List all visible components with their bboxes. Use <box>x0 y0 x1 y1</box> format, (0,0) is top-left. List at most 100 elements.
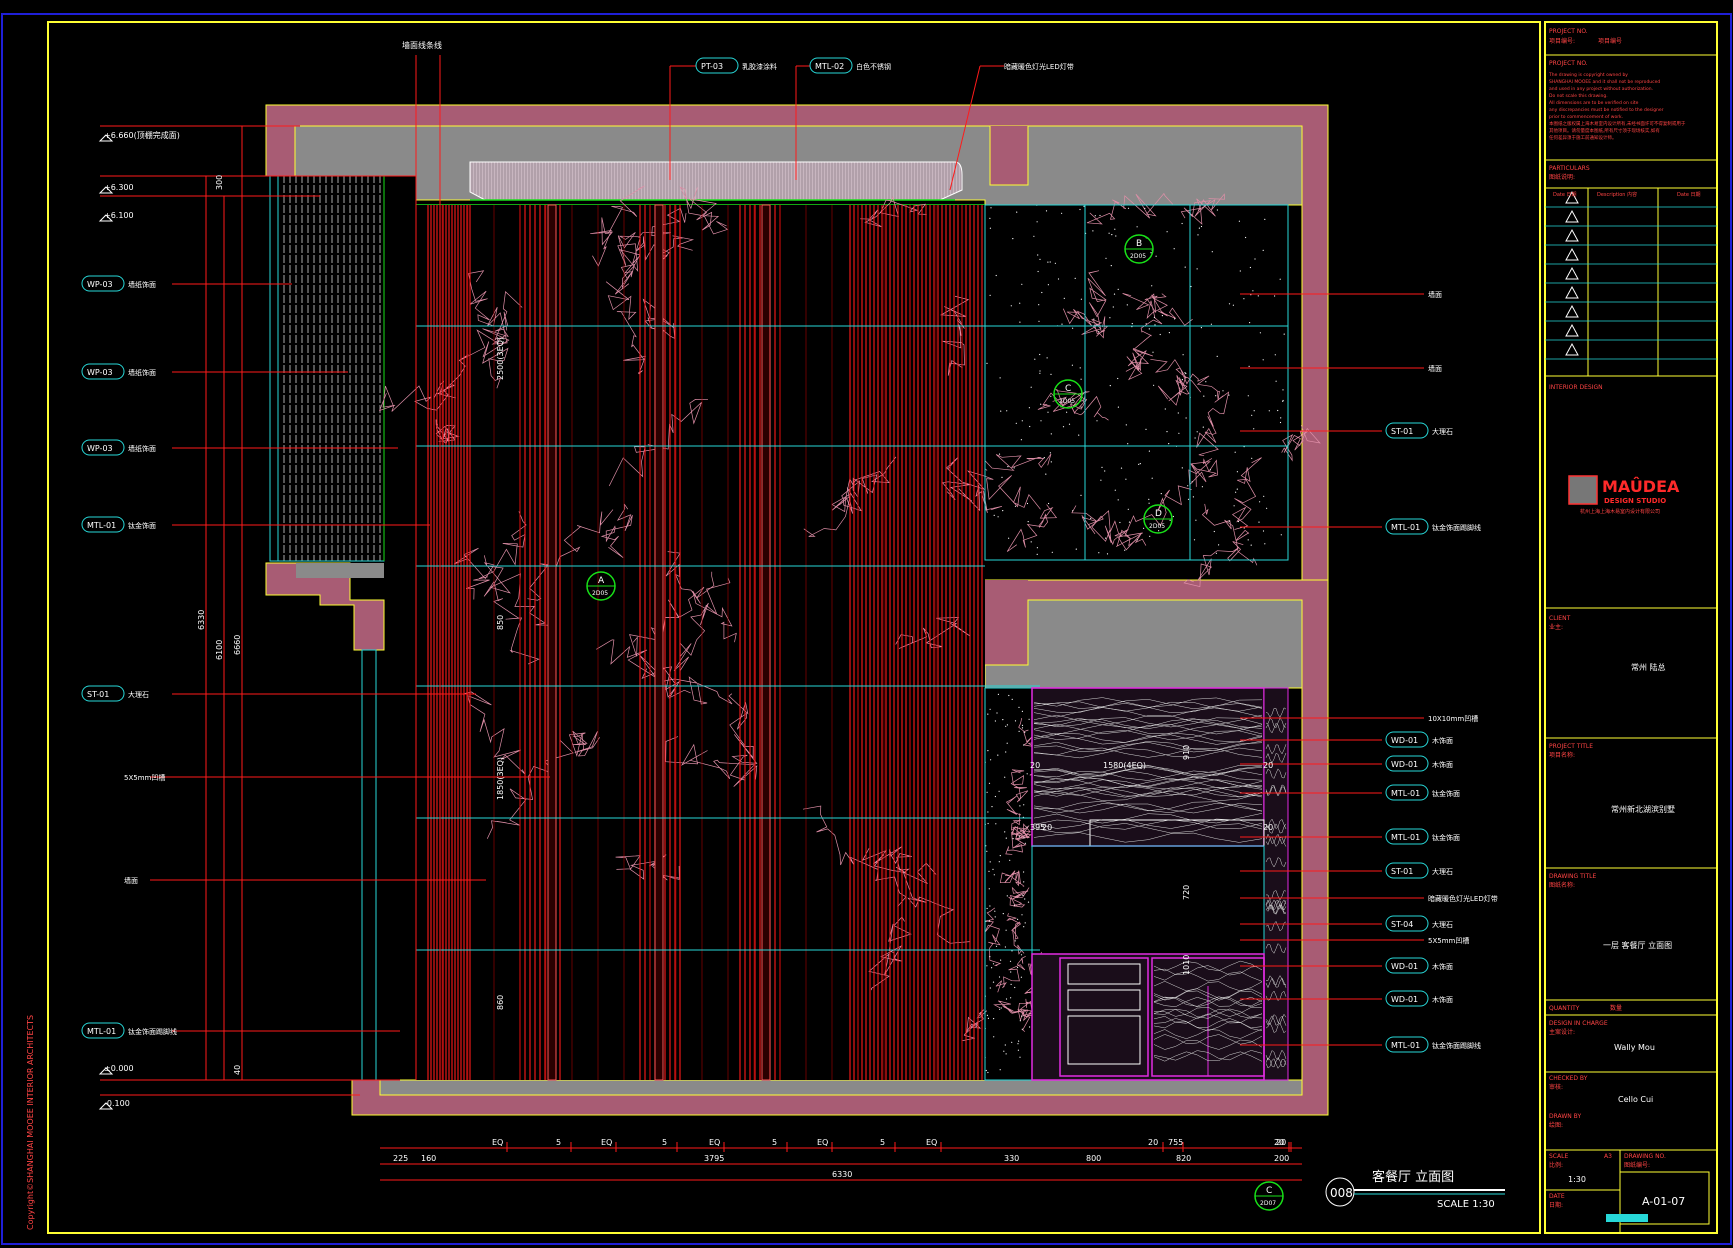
warning-triangle-icon <box>1565 342 1579 356</box>
grain <box>1033 723 1263 735</box>
scale-value: 1:30 <box>1568 1175 1586 1184</box>
level-marker-icon <box>98 186 114 194</box>
checked-label: CHECKED BY <box>1549 1075 1588 1082</box>
speck <box>1037 270 1039 273</box>
callout-code: WP-03 <box>87 444 113 453</box>
speck <box>1187 485 1189 487</box>
speck <box>991 806 993 808</box>
speck <box>1002 510 1004 512</box>
speck <box>1184 372 1186 374</box>
grain <box>1033 823 1263 834</box>
speck <box>1050 395 1052 397</box>
bottom-dimension-row1: 5 <box>556 1138 561 1147</box>
titleblock <box>1544 54 1718 1233</box>
speck <box>993 874 995 876</box>
speck <box>1215 552 1217 554</box>
speck <box>986 362 988 364</box>
vertical-dimension: 850 <box>496 615 505 630</box>
level-marker-icon <box>98 1102 114 1110</box>
speck <box>1149 535 1151 537</box>
top-note: 墙面线条线 <box>402 40 442 50</box>
level-marker-icon <box>98 1067 114 1075</box>
copyright-text: Copyright©SHANGHAI MOOEE INTERIOR ARCHIT… <box>26 1015 35 1230</box>
callout-desc: 5X5mm凹槽 <box>124 773 165 782</box>
speck <box>1100 479 1102 481</box>
drawing-title: 008 客餐厅 立面图 SCALE 1:30 <box>1325 1169 1505 1210</box>
callout-pill <box>1385 422 1429 439</box>
interior-design-label: INTERIOR DESIGN <box>1549 384 1603 391</box>
grain <box>1265 752 1287 764</box>
speck <box>1011 698 1013 701</box>
grain <box>1153 1008 1263 1019</box>
speck <box>1193 539 1196 541</box>
drawing-border <box>47 21 1541 1234</box>
vein <box>1087 270 1109 337</box>
speck <box>995 274 997 277</box>
cabinet-dimension: 395 <box>1030 823 1045 832</box>
grain <box>1033 717 1263 728</box>
speck <box>1045 473 1047 475</box>
speck <box>1259 501 1261 503</box>
grain <box>1265 975 1287 986</box>
callout-desc: 大理石 <box>1432 867 1453 876</box>
speck <box>1090 517 1092 520</box>
vein <box>1008 886 1030 908</box>
grain <box>1153 1028 1263 1039</box>
level-tag: +6.300 <box>104 183 134 192</box>
speck <box>1185 372 1187 375</box>
section-letter: D <box>1155 509 1162 519</box>
grain <box>1153 965 1263 976</box>
speck <box>1258 521 1260 523</box>
speck <box>1048 502 1050 505</box>
level-tag: ±0.000 <box>104 1064 134 1073</box>
callout-pill <box>81 1022 125 1039</box>
speck <box>1047 261 1049 263</box>
callout-pill <box>1385 784 1429 801</box>
vein <box>620 207 687 279</box>
speck <box>1005 725 1007 727</box>
speck <box>994 910 996 912</box>
speck <box>1017 1043 1019 1045</box>
speck <box>1004 831 1006 833</box>
project-no-sub: 项目编号: <box>1549 37 1575 45</box>
metal-strip <box>654 204 664 1081</box>
wall-section <box>265 104 1329 1116</box>
speck <box>1279 278 1281 280</box>
drawing-no-sub: 图纸编号: <box>1624 1161 1650 1169</box>
speck <box>1092 230 1094 232</box>
callout-desc: 钛金饰面 <box>128 521 156 530</box>
vein <box>590 185 645 267</box>
speck <box>1040 420 1042 422</box>
speck <box>996 712 998 714</box>
speck <box>1282 389 1284 391</box>
speck <box>1104 470 1106 472</box>
speck <box>1039 258 1041 260</box>
section-sheet: 2D05 <box>1059 398 1075 405</box>
grain <box>1033 778 1263 789</box>
speck <box>1164 408 1166 410</box>
speck <box>1166 231 1168 233</box>
note-line: SHANGHAI MOOEE and it shall not be repro… <box>1549 79 1660 85</box>
speck <box>1210 323 1212 325</box>
speck <box>1228 394 1230 396</box>
speck <box>1111 234 1113 236</box>
warning-triangle-icon <box>1565 228 1579 242</box>
speck <box>987 750 989 752</box>
vein <box>961 1009 988 1042</box>
grain <box>1265 903 1287 915</box>
vertical-dimension: 6660 <box>233 635 242 655</box>
speck <box>1071 364 1073 366</box>
grain <box>1033 818 1263 829</box>
grain <box>1033 730 1263 741</box>
speck <box>1014 904 1016 906</box>
speck <box>1049 452 1051 454</box>
marble-joints <box>416 325 1040 951</box>
speck <box>1072 327 1074 329</box>
speck <box>1209 469 1211 471</box>
speck <box>1030 541 1032 543</box>
speck <box>1264 543 1266 545</box>
speck <box>1211 251 1213 253</box>
quantity-label: QUANTITY <box>1549 1005 1580 1012</box>
callout-pill <box>81 685 125 702</box>
speck <box>1151 477 1153 479</box>
